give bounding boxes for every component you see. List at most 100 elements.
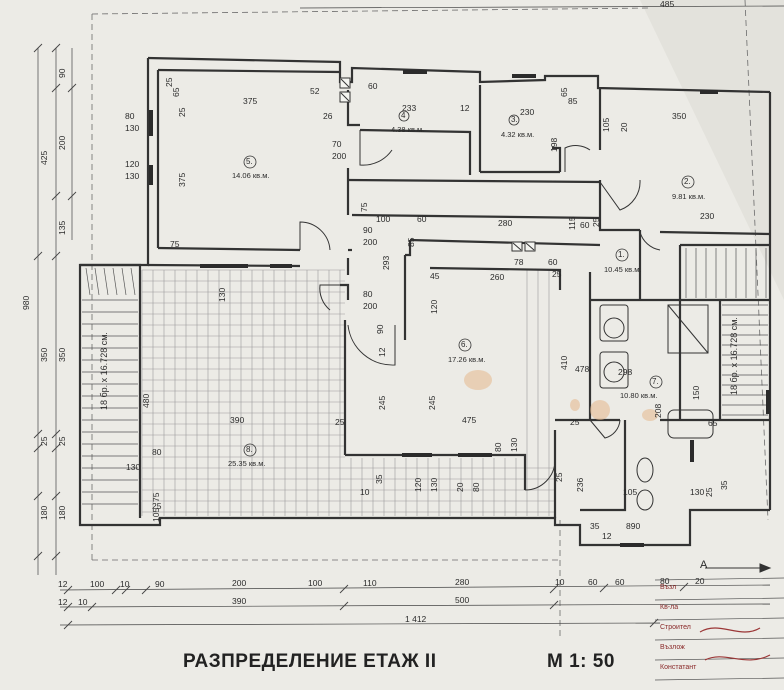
bottom-dim-90: 90 xyxy=(155,579,165,589)
left-dim-90: 90 xyxy=(57,68,67,78)
interior-dimension: 25 xyxy=(552,269,562,279)
room-1-number: 1. xyxy=(618,250,625,259)
room-7-area: 10.80 кв.м. xyxy=(620,391,658,400)
interior-dimension: 12 xyxy=(460,103,470,113)
interior-dimension: 130 xyxy=(125,123,140,133)
room-6-number: 6. xyxy=(461,340,468,349)
interior-dimension: 130 xyxy=(217,287,227,302)
stamp-line-4: Възлож xyxy=(660,644,685,651)
interior-dimension: 478 xyxy=(575,364,590,374)
interior-dimension: 200 xyxy=(363,301,378,311)
room-4-number: 4 xyxy=(401,111,406,120)
interior-dimension: 236 xyxy=(575,477,585,492)
interior-dimension: 80 xyxy=(152,447,162,457)
left-dim-425: 425 xyxy=(39,150,49,165)
drawing-title: РАЗПРЕДЕЛЕНИЕ ЕТАЖ II xyxy=(183,651,437,672)
room-8-number: 8. xyxy=(246,445,253,454)
bottom2-dim-10: 10 xyxy=(78,597,88,607)
windows xyxy=(149,70,770,547)
interior-dimension: 26 xyxy=(323,111,333,121)
stamp-block xyxy=(654,577,784,681)
interior-dimension: 130 xyxy=(429,477,439,492)
paper-stains xyxy=(464,370,658,421)
bottom-dim-200: 200 xyxy=(232,578,247,588)
interior-dimension: 12 xyxy=(377,347,387,357)
interior-dimension: 198 xyxy=(549,137,559,152)
interior-dimension: 375 xyxy=(177,172,187,187)
door-swings xyxy=(299,130,661,491)
room-4-area: 4.38 кв.м. xyxy=(391,125,425,134)
interior-dimension: 10 xyxy=(360,487,370,497)
bottom-dim-80: 80 xyxy=(660,576,670,586)
interior-dimension: 120 xyxy=(125,159,140,169)
interior-dimension: 280 xyxy=(498,218,513,228)
interior-dimension: 115 xyxy=(567,216,577,230)
bottom-dim-20: 20 xyxy=(695,576,705,586)
interior-dimension: 25 xyxy=(704,487,714,497)
interior-dimension: 260 xyxy=(490,272,505,282)
left-dim-25a: 25 xyxy=(39,436,49,446)
stamp-line-1: Възл xyxy=(660,584,677,591)
left-dim-350a: 350 xyxy=(39,347,49,362)
bottom-dim-60a: 60 xyxy=(588,577,598,587)
interior-dimension: 35 xyxy=(719,480,729,490)
room-number-circles xyxy=(243,110,695,457)
left-dim-200: 200 xyxy=(57,135,67,150)
interior-dimension: 25 xyxy=(164,77,174,87)
interior-dimension: 75 xyxy=(359,202,369,212)
section-mark-arrow xyxy=(705,563,772,573)
section-mark-label: А xyxy=(700,559,708,571)
interior-dimension: 60 xyxy=(580,220,590,230)
left-dim-180b: 180 xyxy=(57,505,67,520)
right-stair-treads xyxy=(685,248,768,416)
room-3-number: 3. xyxy=(511,115,518,124)
room-2-number: 2. xyxy=(684,177,691,186)
bottom-dim-10b: 10 xyxy=(555,577,565,587)
interior-dimension: 130 xyxy=(125,171,140,181)
interior-dimension: 350 xyxy=(672,111,687,121)
left-dim-980: 980 xyxy=(21,295,31,310)
interior-dimension: 35 xyxy=(590,521,600,531)
interior-dimension: 105 xyxy=(601,117,611,132)
bottom-dim-280: 280 xyxy=(455,577,470,587)
room-5-number: 5. xyxy=(246,157,253,166)
interior-dimension: 130 xyxy=(509,437,519,452)
interior-dimension: 410 xyxy=(559,355,569,370)
interior-dimension: 25 xyxy=(554,472,564,482)
interior-dimension: 90 xyxy=(375,324,385,334)
room-5-area: 14.06 кв.м. xyxy=(232,171,270,180)
interior-dimension: 60 xyxy=(548,257,558,267)
interior-dimension: 375 xyxy=(243,96,258,106)
bottom-dim-110: 110 xyxy=(363,578,377,588)
interior-dimension: 890 xyxy=(626,521,641,531)
interior-dimension: 12 xyxy=(602,531,612,541)
interior-dimension: 25 xyxy=(152,501,162,511)
interior-dimension: 52 xyxy=(310,86,320,96)
boundary-dashed-lines xyxy=(91,0,769,640)
room-6-area: 17.26 кв.м. xyxy=(448,355,486,364)
interior-dimension: 130 xyxy=(126,462,141,472)
interior-dimension: 230 xyxy=(520,107,535,117)
interior-dimension: 35 xyxy=(374,474,384,484)
interior-dimension: 200 xyxy=(332,151,347,161)
left-dim-480: 480 xyxy=(141,393,151,408)
interior-dimension: 25 xyxy=(591,217,601,227)
interior-dimension: 70 xyxy=(332,139,342,149)
interior-dimension: 20 xyxy=(455,482,465,492)
stamp-line-3: Строител xyxy=(660,624,691,631)
interior-dimension: 298 xyxy=(618,367,633,377)
interior-dimension: 80 xyxy=(471,482,481,492)
top-total-dimension: 485 xyxy=(660,0,675,9)
bottom-dimension-chains xyxy=(59,582,771,630)
interior-dimension: 80 xyxy=(125,111,135,121)
interior-dimension: 293 xyxy=(381,255,391,270)
left-dim-25b: 25 xyxy=(57,436,67,446)
interior-dimension: 45 xyxy=(430,271,440,281)
bathroom-fixtures xyxy=(599,304,714,511)
interior-dimension: 150 xyxy=(691,385,701,400)
left-stair-treads xyxy=(82,267,138,505)
interior-dimension: 60 xyxy=(417,214,427,224)
bottom-dim-100a: 100 xyxy=(90,579,105,589)
left-dimension-chains xyxy=(33,43,77,575)
